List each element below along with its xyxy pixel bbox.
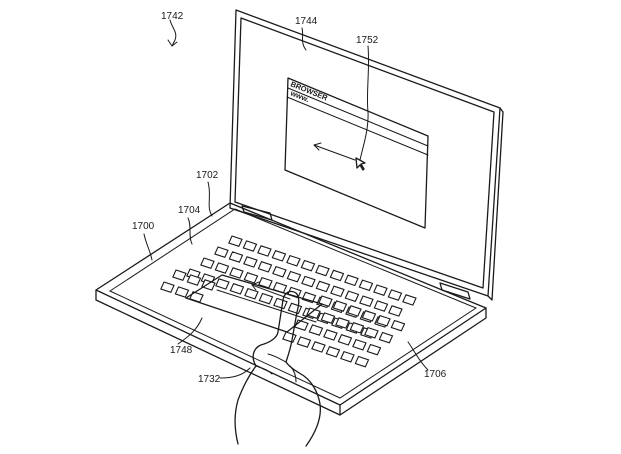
keyboard-key [329, 269, 345, 282]
keyboard-key [172, 269, 187, 281]
keyboard-key [282, 331, 297, 343]
leader-lines [143, 19, 429, 379]
keyboard-key [286, 254, 301, 267]
keyboard-key [243, 272, 259, 284]
label-fig: 1742 [161, 11, 184, 22]
keyboard-key [330, 285, 345, 298]
browser-arrow-icon [313, 144, 356, 161]
keyboard-key [160, 281, 175, 293]
keyboard-key [300, 259, 316, 272]
keyboard-key [335, 317, 350, 329]
keyboard-key [301, 275, 316, 288]
keyboard-key [243, 256, 258, 268]
fig-arrow-icon [169, 19, 177, 47]
label-cursor: 1752 [356, 35, 379, 46]
keyboard-key [352, 338, 367, 351]
keyboard-key [229, 283, 245, 295]
keyboard-key [354, 355, 370, 368]
keyboard-key [376, 314, 391, 327]
label-surface: 1704 [178, 205, 201, 216]
keyboard-key [306, 307, 321, 319]
keyboard-key [174, 286, 190, 298]
keyboard-key [286, 270, 302, 283]
laptop-base [95, 202, 487, 416]
keyboard-key [301, 291, 317, 304]
keyboard-key [337, 334, 353, 346]
keyboard-key [294, 319, 309, 331]
label-touchpad: 1748 [170, 345, 193, 356]
keyboard-key [344, 290, 360, 303]
keyboard-key [257, 261, 273, 273]
keyboard-key [287, 302, 303, 315]
cursor-icon [355, 157, 366, 171]
keyboard-key [366, 343, 382, 356]
keyboard-key [308, 324, 324, 336]
keyboard-key [344, 274, 359, 287]
label-base: 1700 [132, 221, 155, 232]
keyboard-key [320, 312, 336, 324]
label-screen: 1744 [295, 16, 318, 27]
keyboard-key [358, 279, 374, 292]
keyboard-key [242, 240, 258, 252]
label-keys: 1706 [424, 369, 447, 380]
keyboard-key [229, 267, 244, 279]
keyboard-key [323, 329, 338, 341]
keyboard-key [359, 295, 374, 307]
keyboard-key [272, 265, 287, 278]
keyboard-key [186, 274, 202, 286]
keyboard-key [228, 235, 243, 247]
keyboard-key [214, 246, 229, 258]
keyboard-key [273, 297, 288, 310]
keyboard-key [402, 294, 417, 306]
keyboard-right [282, 295, 406, 368]
label-hand: 1732 [198, 374, 221, 385]
keyboard-key [373, 284, 388, 296]
keyboard-key [244, 287, 259, 300]
keyboard-key [258, 276, 273, 289]
keyboard-key [388, 305, 403, 317]
keyboard-key [200, 257, 215, 269]
keyboard-key [349, 322, 365, 334]
keyboard-key [390, 319, 406, 332]
keyboard-lower [160, 269, 216, 303]
keyboard-key [257, 245, 272, 257]
keyboard-key [228, 251, 244, 263]
keyboard-key [215, 278, 230, 290]
keyboard-key [340, 350, 355, 363]
keyboard-key [332, 300, 348, 312]
hand-drawing [234, 290, 322, 447]
display-lid [229, 9, 504, 301]
keyboard-key [214, 262, 230, 274]
keyboard-key [271, 250, 287, 262]
reference-labels: 1742 1744 1752 1702 1704 1700 1748 1732 … [132, 11, 447, 385]
keyboard-key [373, 300, 389, 312]
keyboard-key [378, 331, 394, 344]
keyboard-key [347, 305, 362, 317]
browser-window: BROWSER www. [284, 77, 429, 229]
right-hinge [439, 282, 471, 300]
label-body: 1702 [196, 170, 219, 181]
keyboard-key [296, 336, 312, 348]
keyboard-key [387, 289, 403, 301]
keyboard-key [315, 264, 330, 277]
keyboard-key [311, 341, 326, 353]
keyboard-key [325, 346, 341, 358]
keyboard-key [258, 292, 274, 305]
keyboard-key [361, 310, 377, 322]
keyboard-key [364, 326, 379, 339]
keyboard-key [315, 280, 331, 293]
